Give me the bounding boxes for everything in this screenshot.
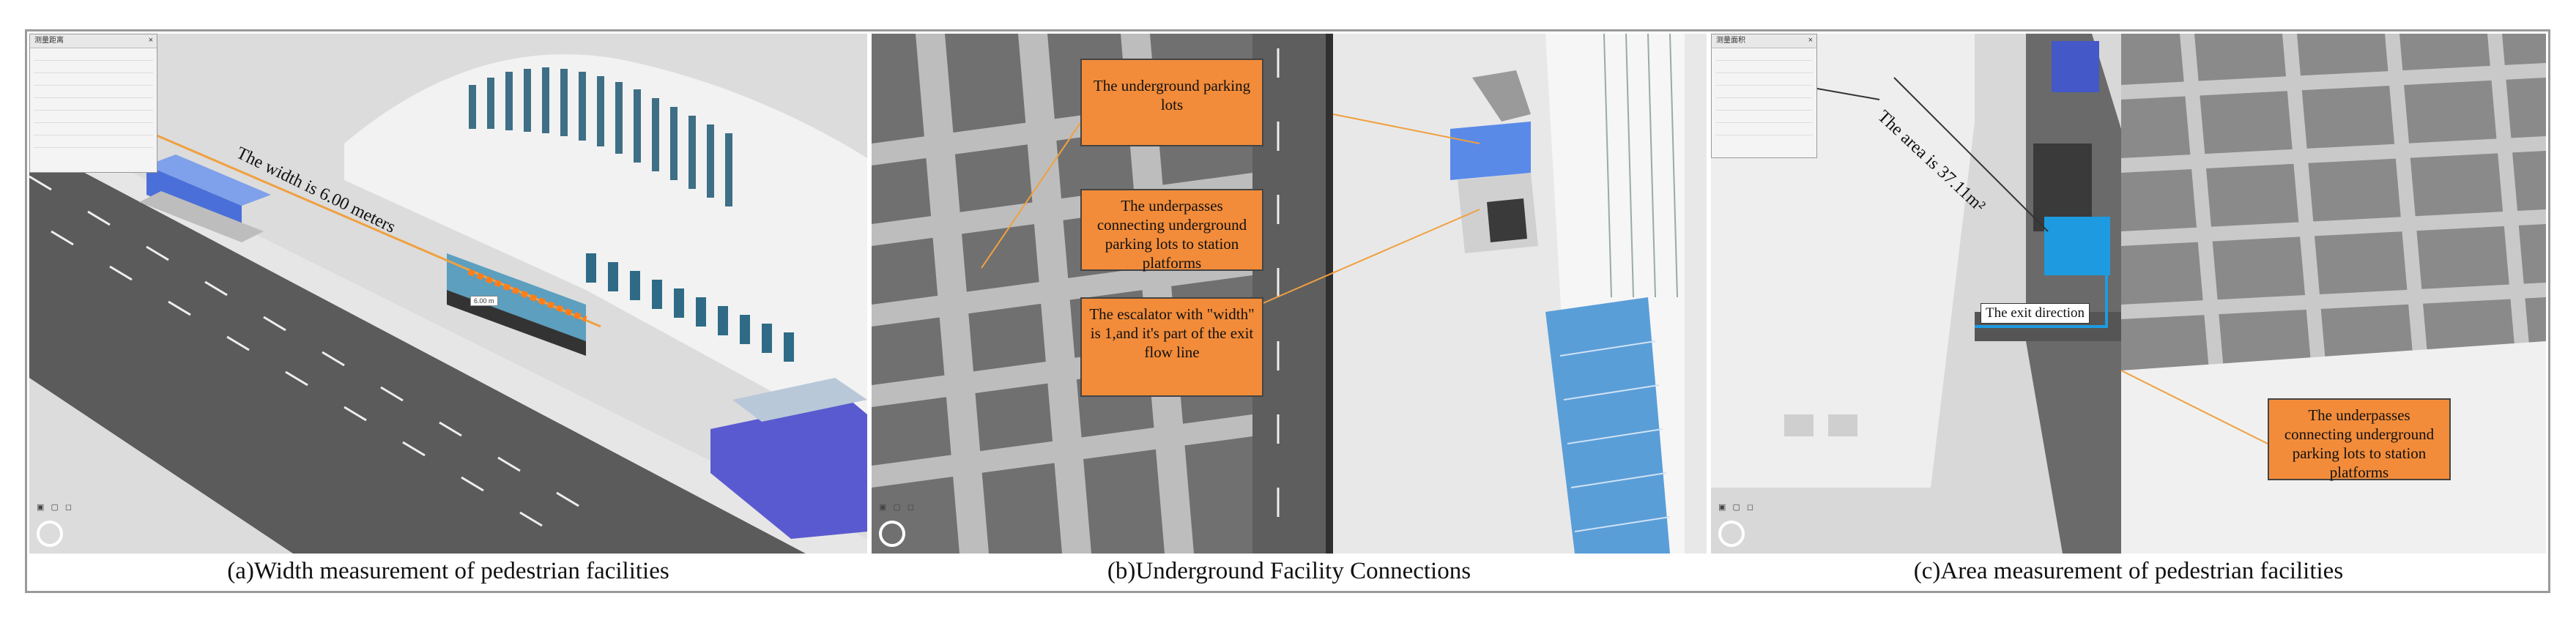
panel-area-measurement[interactable]: 测量面积 × The area is 37.11m² The exit dire…: [1711, 34, 2546, 554]
close-icon[interactable]: ×: [148, 36, 153, 45]
tool-row[interactable]: [1715, 62, 1813, 73]
callout-parking-lots: The underground parking lots: [1080, 59, 1263, 146]
measure-tag: 6.00 m: [470, 296, 498, 306]
tool-row[interactable]: [34, 112, 153, 123]
nav-icons[interactable]: ▣ ▢ ◻: [37, 503, 75, 512]
rotate-ring-icon[interactable]: [1718, 521, 1745, 547]
area-tool-panel[interactable]: 测量面积 ×: [1711, 34, 1817, 158]
rotate-ring-icon[interactable]: [879, 521, 905, 547]
tool-row[interactable]: [1715, 112, 1813, 123]
tool-row[interactable]: [34, 100, 153, 111]
tool-panel-title: 测量面积: [1712, 34, 1816, 48]
panel-underground-connections[interactable]: The underground parking lots The underpa…: [872, 34, 1707, 554]
nav-icons[interactable]: ▣ ▢ ◻: [1718, 503, 1756, 512]
tool-row[interactable]: [34, 50, 153, 61]
tool-row[interactable]: [1715, 100, 1813, 111]
nav-icons[interactable]: ▣ ▢ ◻: [879, 503, 917, 512]
tool-row[interactable]: [1715, 75, 1813, 86]
exit-direction-label: The exit direction: [1981, 303, 2090, 324]
tool-row[interactable]: [34, 124, 153, 135]
panel-width-measurement[interactable]: 测量距离 × The width is 6.00 meters 6.00 m ▣…: [29, 34, 867, 554]
tool-panel-title: 测量距离: [30, 34, 157, 48]
tool-row[interactable]: [1715, 50, 1813, 61]
caption-c: (c)Area measurement of pedestrian facili…: [1913, 558, 2344, 584]
tool-row[interactable]: [34, 87, 153, 98]
tool-row[interactable]: [34, 75, 153, 86]
caption-a: (a)Width measurement of pedestrian facil…: [227, 558, 669, 584]
callout-underpasses: The underpasses connecting underground p…: [1080, 189, 1263, 272]
tool-row[interactable]: [34, 62, 153, 73]
scene-a: [29, 34, 867, 554]
close-icon[interactable]: ×: [1808, 36, 1813, 45]
scene-b: [872, 34, 1707, 554]
tool-row[interactable]: [34, 137, 153, 148]
rotate-ring-icon[interactable]: [37, 521, 63, 547]
callout-escalator: The escalator with "width" is 1,and it's…: [1080, 297, 1263, 397]
callout-underpasses-c: The underpasses connecting underground p…: [2268, 398, 2451, 481]
tool-row[interactable]: [1715, 87, 1813, 98]
tool-row[interactable]: [1715, 124, 1813, 135]
caption-b: (b)Underground Facility Connections: [1107, 558, 1471, 584]
measure-tool-panel[interactable]: 测量距离 ×: [29, 34, 157, 173]
